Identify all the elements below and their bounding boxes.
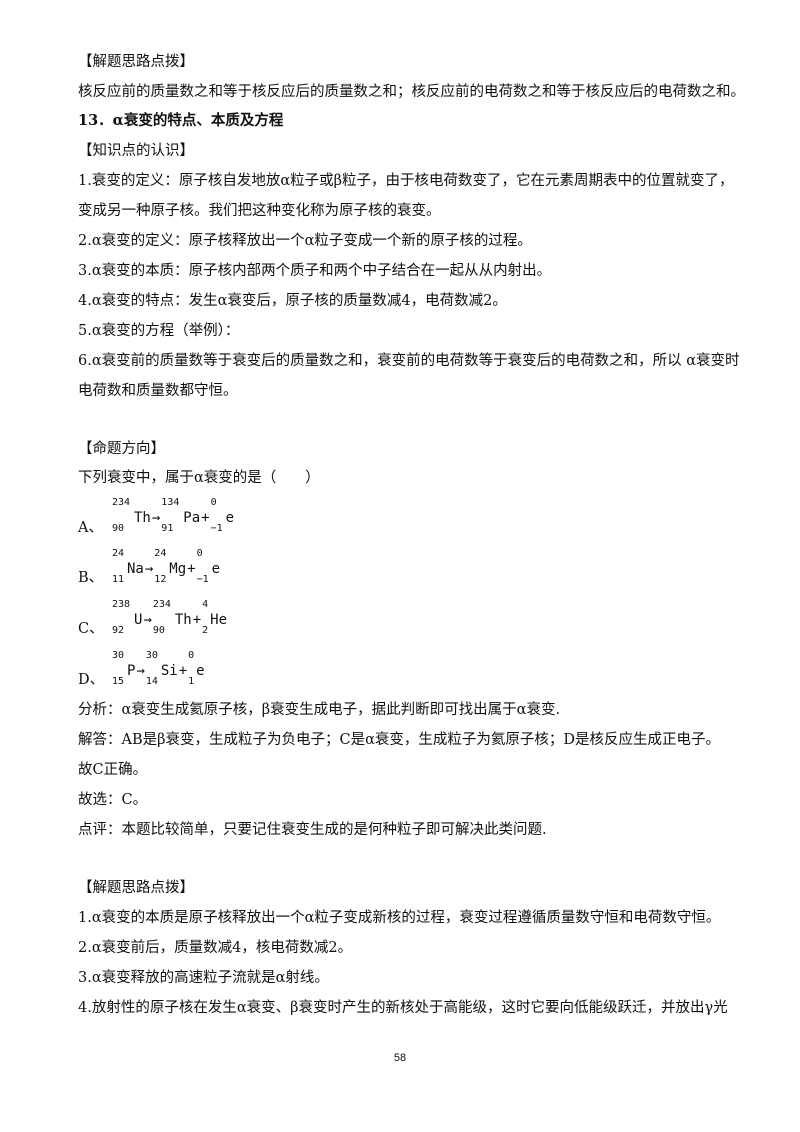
charge-number: 91 [161, 523, 174, 534]
answer-text: 故选：C。 [78, 792, 148, 808]
reaction-arrow: → [143, 612, 152, 628]
mass-number: 0 [188, 650, 195, 661]
mass-number: 234 [112, 497, 131, 508]
mass-number: 0 [196, 548, 203, 559]
conservation-text: 核反应前的质量数之和等于核反应后的质量数之和；核反应前的电荷数之和等于核反应后的… [78, 84, 745, 100]
plus-sign: + [201, 510, 210, 526]
nuclide: 134 91 Pa [161, 497, 201, 534]
option-a-label: A、 [78, 520, 103, 536]
knowledge-line-5: 4.α衰变的特点：发生α衰变后，原子核的质量数减4，电荷数减2。 [78, 293, 507, 309]
element-symbol: Th [134, 510, 151, 526]
nuclide: 234 90 Th [112, 497, 151, 534]
knowledge-line-7: 6.α衰变前的质量数等于衰变后的质量数之和，衰变前的电荷数等于衰变后的电荷数之和… [78, 353, 740, 369]
charge-number: 15 [112, 676, 125, 687]
mass-number: 4 [202, 599, 209, 610]
plus-sign: + [192, 612, 202, 628]
question-stem: 下列衰变中，属于α衰变的是（ ） [78, 470, 320, 486]
solution-text: 解答：AB是β衰变，生成粒子为负电子；C是α衰变，生成粒子为氦原子核；D是核反应… [78, 732, 721, 748]
plus-sign: + [178, 663, 188, 679]
knowledge-line-3: 2.α衰变的定义：原子核释放出一个α粒子变成一个新的原子核的过程。 [78, 233, 532, 249]
option-c-label: C、 [78, 621, 104, 637]
mass-number: 24 [154, 548, 167, 559]
element-symbol: Na [127, 561, 144, 577]
element-symbol: Th [174, 612, 192, 628]
mass-number: 30 [145, 650, 158, 661]
nuclide: 238 92 U [112, 599, 143, 636]
page-number: 58 [393, 1052, 407, 1064]
element-symbol: Pa [183, 510, 201, 526]
element-symbol: e [225, 510, 235, 526]
knowledge-line-8: 电荷数和质量数都守恒。 [78, 383, 238, 399]
tips-line-1: 1.α衰变的本质是原子核释放出一个α粒子变成新核的过程，衰变过程遵循质量数守恒和… [78, 910, 721, 926]
charge-number: 14 [145, 676, 158, 687]
mass-number: 24 [112, 548, 125, 559]
element-symbol: P [127, 663, 136, 679]
mass-number: 30 [112, 650, 125, 661]
knowledge-line-6: 5.α衰变的方程（举例）： [78, 323, 240, 339]
element-symbol: U [134, 612, 143, 628]
reaction-arrow: → [136, 663, 145, 679]
element-symbol: Mg [169, 561, 187, 577]
mass-number: 238 [112, 599, 131, 610]
tips-heading-1: 【解题思路点拨】 [78, 54, 194, 70]
charge-number: 92 [112, 625, 125, 636]
option-b-label: B、 [78, 570, 104, 586]
plus-sign: + [187, 561, 196, 577]
tips-line-2: 2.α衰变前后，质量数减4，核电荷数减2。 [78, 940, 353, 956]
solution-conclusion: 故C正确。 [78, 762, 148, 778]
nuclide: 234 90 Th [152, 599, 192, 636]
charge-number: −1 [210, 523, 223, 534]
element-symbol: e [211, 561, 221, 577]
reaction-arrow: → [151, 510, 161, 526]
tips-line-4: 4.放射性的原子核在发生α衰变、β衰变时产生的新核处于高能级，这时它要向低能级跃… [78, 1000, 728, 1016]
reaction-arrow: → [144, 561, 154, 577]
mass-number: 134 [161, 497, 180, 508]
tips-line-3: 3.α衰变释放的高速粒子流就是α射线。 [78, 970, 329, 986]
charge-number: 90 [112, 523, 125, 534]
charge-number: 11 [112, 574, 125, 585]
charge-number: 90 [152, 625, 165, 636]
section-title: 13．α衰变的特点、本质及方程 [78, 112, 284, 129]
element-symbol: e [196, 663, 205, 679]
knowledge-line-2: 变成另一种原子核。我们把这种变化称为原子核的衰变。 [78, 203, 441, 219]
charge-number: −1 [196, 574, 209, 585]
mass-number: 0 [210, 497, 217, 508]
mass-number: 234 [152, 599, 171, 610]
tips-heading-2: 【解题思路点拨】 [78, 880, 194, 896]
knowledge-heading: 【知识点的认识】 [78, 143, 194, 159]
analysis-text: 分析：α衰变生成氦原子核，β衰变生成电子，据此判断即可找出属于α衰变. [78, 702, 561, 718]
element-symbol: Si [160, 663, 178, 679]
knowledge-line-1: 1.衰变的定义：原子核自发地放α粒子或β粒子，由于核电荷数变了，它在元素周期表中… [78, 173, 734, 189]
element-symbol: He [210, 612, 228, 628]
comment-text: 点评：本题比较简单，只要记住衰变生成的是何种粒子即可解决此类问题. [78, 822, 547, 838]
charge-number: 12 [154, 574, 167, 585]
option-d-label: D、 [78, 672, 105, 688]
knowledge-line-4: 3.α衰变的本质：原子核内部两个质子和两个中子结合在一起从从内射出。 [78, 263, 552, 279]
charge-number: 2 [202, 625, 209, 636]
question-heading: 【命题方向】 [78, 441, 165, 457]
charge-number: 1 [188, 676, 195, 687]
